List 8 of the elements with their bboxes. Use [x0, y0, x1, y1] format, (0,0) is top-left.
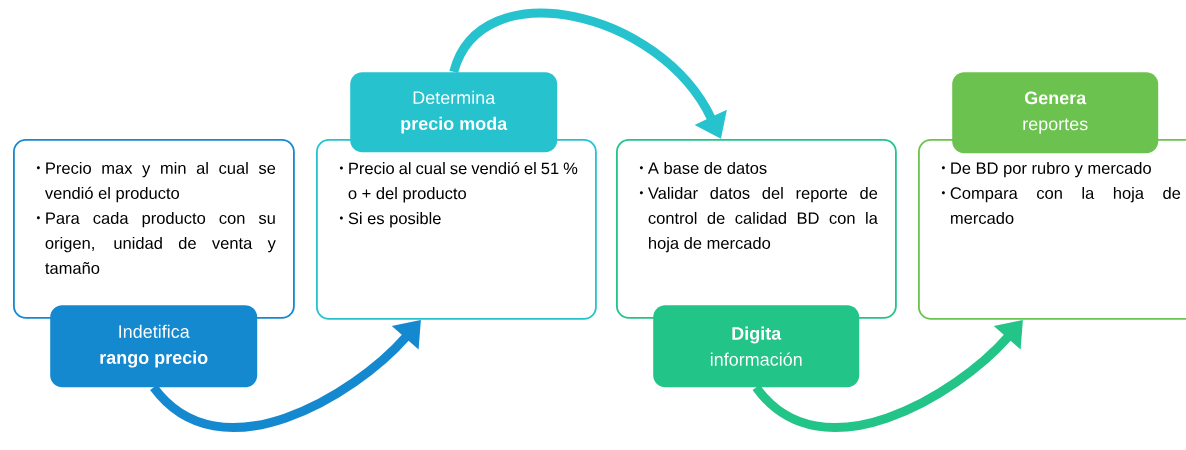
text-box: A base de datos Validar datos del reporte de control de calidad BD con la hoja de mercado — [616, 139, 897, 319]
step-label-box: Indetifica rango precio — [50, 305, 258, 388]
text-box: Precio max y min al cual se vendió el producto Para cada producto con su origen, unidad de venta y tamaño — [13, 139, 295, 319]
text-box: De BD por rubro y mercado Compara con la hoja de mercado — [918, 139, 1186, 320]
text-box: Precio al cual se vendió el 51 % o + del producto Si es posible — [316, 139, 597, 320]
step-label-box: Genera reportes — [952, 72, 1159, 154]
step-label-box: Digita información — [653, 305, 860, 388]
step-label-box: Determina precio moda — [350, 72, 558, 153]
